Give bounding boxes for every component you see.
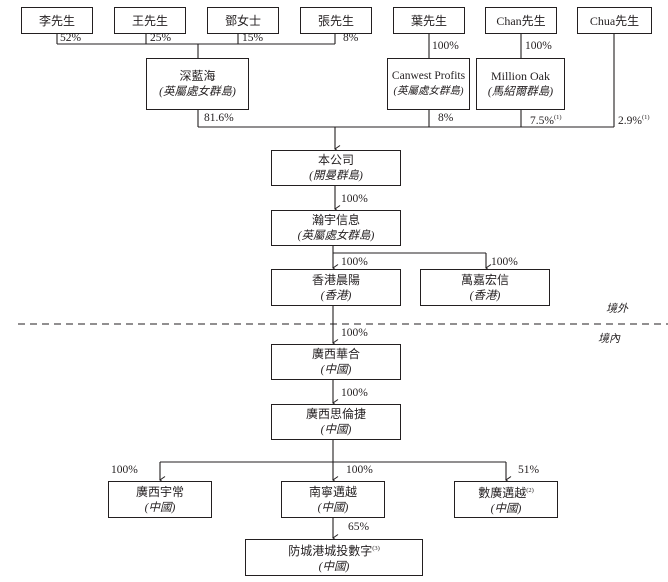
entity-jurisdiction: (中國): [320, 424, 352, 436]
entity-fangchenggang-chengtou: 防城港城投數字(3) (中國): [245, 539, 423, 576]
entity-jurisdiction: (中國): [317, 501, 349, 514]
pct-company-hanyu: 100%: [341, 193, 368, 205]
region-label-offshore: 境外: [606, 303, 628, 315]
entity-million-oak: Million Oak (馬紹爾群島): [476, 58, 565, 110]
shareholder-name: 張先生: [317, 13, 354, 28]
pct-gxslj-sgmy: 51%: [518, 464, 540, 476]
entity-name: 數廣邁越(2): [478, 483, 534, 501]
entity-name: 瀚宇信息: [311, 213, 360, 227]
entity-guangxi-huahe: 廣西華合 (中國): [271, 344, 401, 380]
entity-wanjia-hongxin: 萬嘉宏信 (香港): [420, 269, 550, 306]
shareholder-deng: 鄧女士: [207, 7, 279, 34]
entity-name: 南寧邁越: [308, 484, 357, 499]
shareholder-name: 鄧女士: [224, 13, 261, 28]
entity-jurisdiction: (中國): [490, 502, 522, 515]
entity-name: Canwest Profits: [391, 70, 466, 82]
entity-name: Million Oak: [491, 69, 550, 83]
pct-canwest-company: 8%: [438, 112, 454, 124]
pct-gxhh-gxslj: 100%: [341, 387, 368, 399]
pct-chan-millionoak: 100%: [525, 40, 552, 52]
entity-hanyu: 瀚宇信息 (英屬處女群島): [271, 210, 401, 246]
entity-jurisdiction: (中國): [318, 560, 350, 573]
entity-guangxi-silunjie: 廣西思倫捷 (中國): [271, 404, 401, 440]
pct-value: 2.9%: [618, 114, 642, 127]
entity-name: 萬嘉宏信: [460, 272, 509, 287]
footnote-marker: (1): [641, 114, 650, 121]
pct-hkcs-gxhh: 100%: [341, 327, 368, 339]
entity-company: 本公司 (開曼群島): [271, 150, 401, 186]
pct-gxslj-nnmy: 100%: [346, 464, 373, 476]
shareholder-name: 王先生: [131, 13, 168, 28]
pct-ye-canwest: 100%: [432, 40, 459, 52]
entity-name: 廣西宇常: [135, 484, 184, 499]
entity-name: 防城港城投數字(3): [288, 541, 380, 559]
pct-hanyu-wanjia: 100%: [491, 256, 518, 268]
entity-shenlanhai: 深藍海 (英屬處女群島): [146, 58, 249, 110]
pct-millionoak-company: 7.5%(1): [530, 112, 562, 127]
entity-canwest-profits: Canwest Profits (英屬處女群島): [387, 58, 470, 110]
pct-shenlanhai-company: 81.6%: [204, 112, 234, 124]
entity-jurisdiction: (馬紹爾群島): [487, 86, 554, 98]
entity-jurisdiction: (香港): [320, 289, 352, 302]
entity-jurisdiction: (開曼群島): [309, 170, 363, 182]
shareholder-chua: Chua先生: [577, 7, 652, 34]
footnote-marker: (1): [553, 114, 562, 121]
pct-deng-shenlanhai: 15%: [242, 32, 264, 44]
pct-value: 7.5%: [530, 114, 554, 127]
entity-jurisdiction: (英屬處女群島): [159, 86, 236, 98]
entity-jurisdiction: (中國): [144, 501, 176, 514]
pct-zhang-shenlanhai: 8%: [343, 32, 359, 44]
entity-nanning-maiyue: 南寧邁越 (中國): [281, 481, 385, 518]
shareholder-ye: 葉先生: [393, 7, 465, 34]
shareholder-name: Chua先生: [589, 13, 640, 28]
pct-nnmy-fcg: 65%: [348, 521, 370, 533]
shareholder-zhang: 張先生: [300, 7, 372, 34]
pct-gxslj-gxyc: 100%: [111, 464, 138, 476]
shareholder-li: 李先生: [21, 7, 93, 34]
entity-jurisdiction: (英屬處女群島): [393, 86, 464, 97]
entity-hk-chenyang: 香港晨陽 (香港): [271, 269, 401, 306]
pct-chua-company: 2.9%(1): [618, 112, 650, 127]
footnote-marker: (2): [526, 486, 534, 494]
entity-jurisdiction: (英屬處女群島): [297, 230, 375, 242]
footnote-marker: (3): [372, 544, 380, 552]
shareholder-wang: 王先生: [114, 7, 186, 34]
pct-wang-shenlanhai: 25%: [150, 32, 172, 44]
entity-guangxi-yuchang: 廣西宇常 (中國): [108, 481, 212, 518]
shareholder-name: Chan先生: [496, 13, 546, 28]
entity-jurisdiction: (香港): [469, 289, 501, 302]
entity-jurisdiction: (中國): [320, 364, 352, 376]
entity-name: 廣西華合: [311, 347, 360, 361]
entity-name: 深藍海: [179, 69, 216, 83]
entity-name: 廣西思倫捷: [305, 407, 366, 421]
pct-hanyu-hkcs: 100%: [341, 256, 368, 268]
entity-shuguang-maiyue: 數廣邁越(2) (中國): [454, 481, 558, 518]
shareholder-chan: Chan先生: [485, 7, 557, 34]
pct-li-shenlanhai: 52%: [60, 32, 82, 44]
entity-name: 本公司: [317, 153, 354, 167]
region-label-onshore: 境內: [598, 333, 620, 345]
shareholder-name: 李先生: [38, 13, 75, 28]
entity-name-text: 防城港城投數字: [288, 543, 373, 558]
entity-name-text: 數廣邁越: [478, 485, 527, 500]
shareholder-name: 葉先生: [410, 13, 447, 28]
entity-name: 香港晨陽: [311, 272, 360, 287]
